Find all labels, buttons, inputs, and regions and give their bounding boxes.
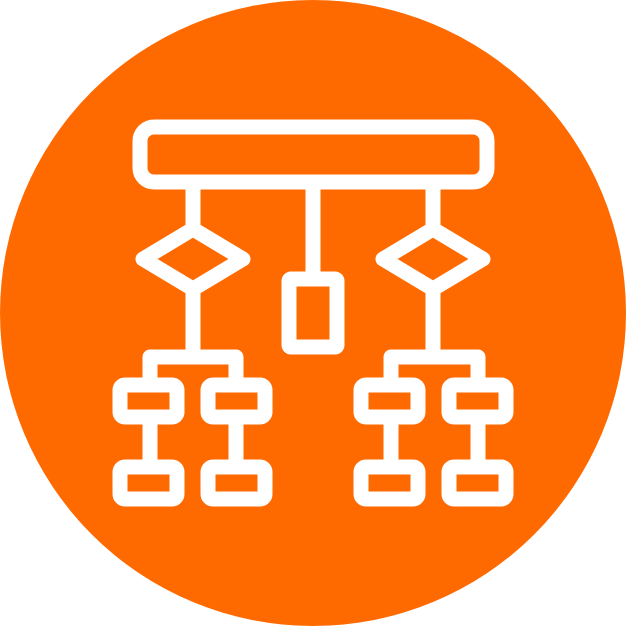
node-row2-b (200, 459, 273, 507)
node-row2-d (441, 459, 514, 507)
process-node-center (281, 271, 345, 355)
connector-right-split (383, 349, 486, 393)
node-row2-c (353, 459, 426, 507)
flowchart-lines (112, 119, 514, 507)
node-row2-a (112, 459, 185, 507)
connector-left-split (142, 349, 244, 393)
